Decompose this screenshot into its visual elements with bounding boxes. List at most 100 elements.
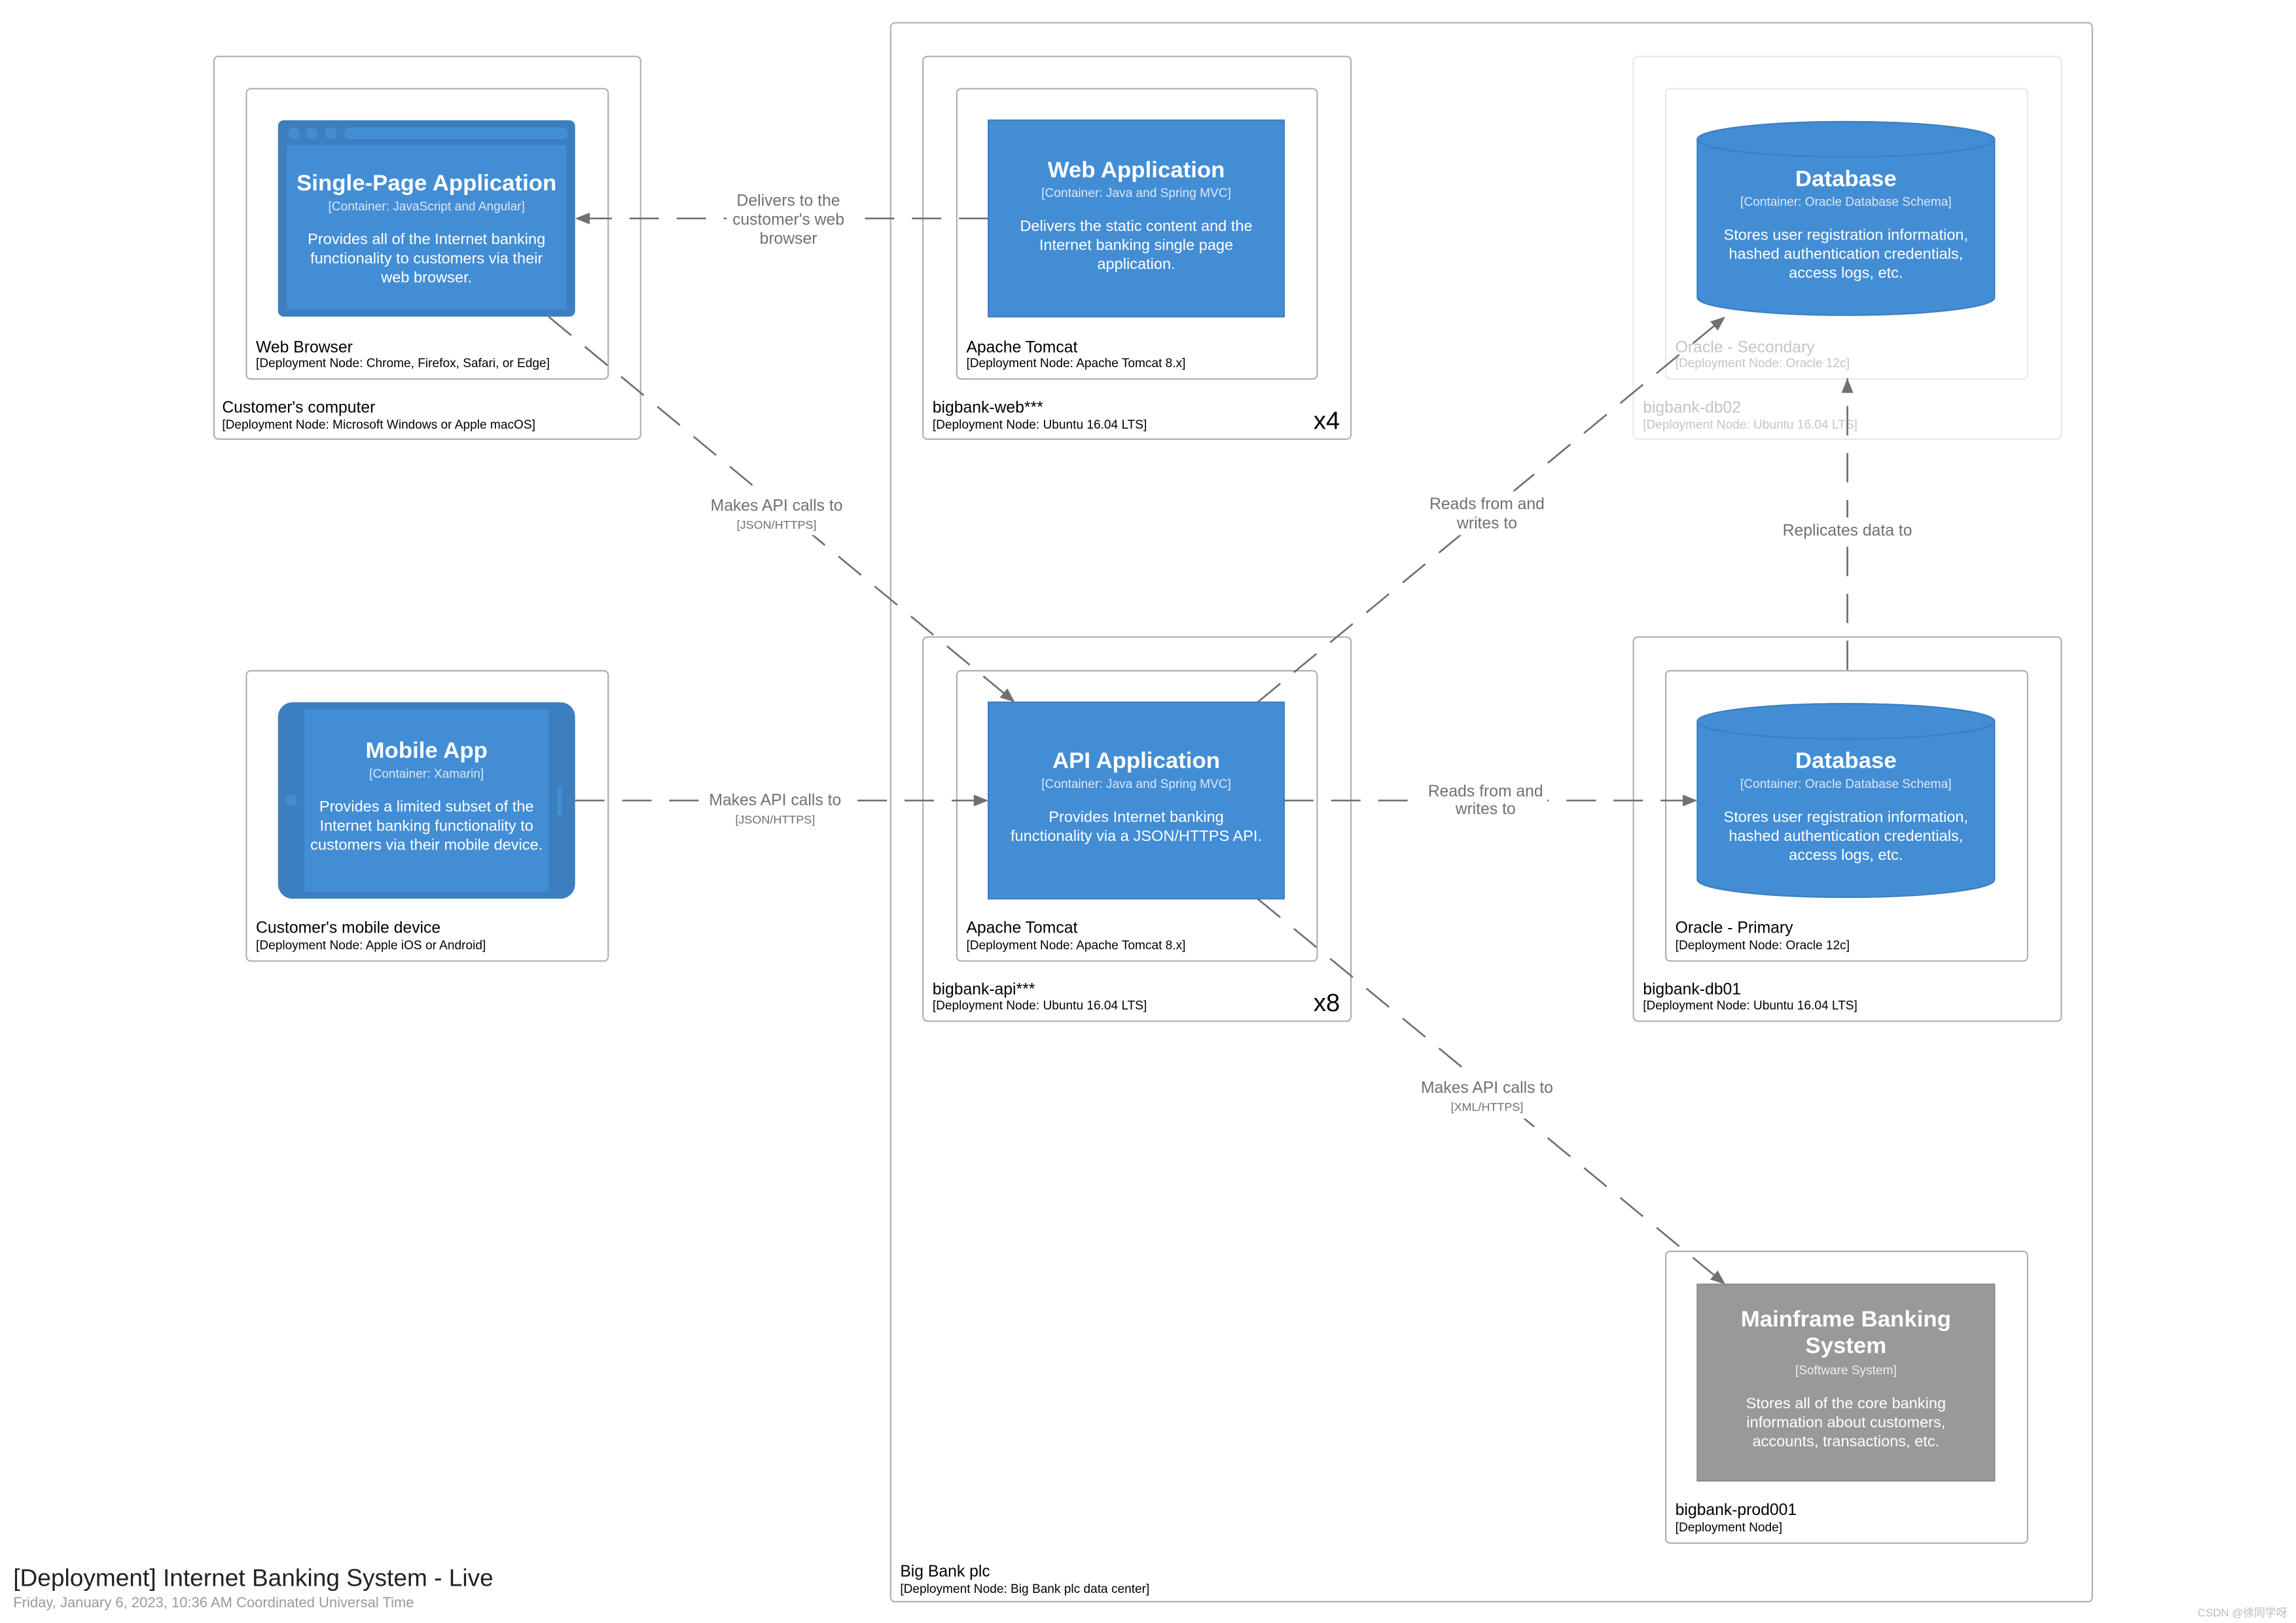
relationship-technology: [JSON/HTTPS] xyxy=(735,813,815,826)
phone-home-button xyxy=(285,794,297,807)
container-description: access logs, etc. xyxy=(1789,264,1903,281)
container-description: application. xyxy=(1097,255,1175,272)
software-system-box xyxy=(1696,1283,1996,1482)
node-customers-computer: Customer's computer [Deployment Node: Mi… xyxy=(213,56,641,440)
relationship-mobile-to-api: Makes API calls to [JSON/HTTPS] xyxy=(575,787,989,830)
node-border xyxy=(1632,56,2062,440)
relationship-label: Delivers to the xyxy=(737,192,840,209)
relationship-label-background xyxy=(707,492,846,535)
node-border xyxy=(1665,1251,2028,1544)
container-description: customers via their mobile device. xyxy=(310,836,543,853)
node-name: Oracle - Secondary xyxy=(1676,338,1816,356)
container-type: [Container: Xamarin] xyxy=(369,767,484,781)
node-technology: [Deployment Node: Apache Tomcat 8.x] xyxy=(966,357,1185,370)
software-system-title: System xyxy=(1805,1334,1886,1359)
container-database-primary: Database [Container: Oracle Database Sch… xyxy=(1696,703,1996,899)
node-technology: [Deployment Node: Microsoft Windows or A… xyxy=(222,418,535,432)
container-type: [Container: Java and Spring MVC] xyxy=(1041,187,1231,200)
relationship-label: Makes API calls to xyxy=(711,497,843,514)
relationship-label: Reads from and xyxy=(1428,783,1543,800)
node-name: bigbank-db01 xyxy=(1643,981,1741,999)
relationship-label: writes to xyxy=(1456,514,1517,532)
container-description: Stores user registration information, xyxy=(1724,808,1969,825)
node-name: bigbank-api*** xyxy=(933,981,1035,999)
diagram-title: [Deployment] Internet Banking System - L… xyxy=(13,1564,493,1592)
node-bigbank-db02: bigbank-db02 [Deployment Node: Ubuntu 16… xyxy=(1632,56,2062,440)
database-cylinder-top xyxy=(1696,120,1996,158)
container-description: Provides Internet banking xyxy=(1049,808,1223,825)
container-title: Web Application xyxy=(1048,158,1225,183)
node-border xyxy=(245,669,609,962)
node-border xyxy=(889,22,2093,1603)
relationship-web-app-to-spa: Delivers to the customer's web browser xyxy=(575,188,989,251)
container-single-page-application: Single-Page Application [Container: Java… xyxy=(278,120,575,317)
relationship-label: Makes API calls to xyxy=(709,792,841,810)
relationship-technology: [JSON/HTTPS] xyxy=(737,518,817,531)
container-description: hashed authentication credentials, xyxy=(1729,827,1963,844)
software-system-description: information about customers, xyxy=(1746,1414,1945,1431)
browser-window-dot xyxy=(288,127,300,139)
node-border xyxy=(213,56,641,440)
node-technology: [Deployment Node: Chrome, Firefox, Safar… xyxy=(256,357,550,370)
browser-address-bar xyxy=(344,127,568,139)
node-bigbank-web-tomcat: Apache Tomcat [Deployment Node: Apache T… xyxy=(956,88,1318,380)
container-type: [Container: Java and Spring MVC] xyxy=(1041,777,1231,791)
node-web-browser: Web Browser [Deployment Node: Chrome, Fi… xyxy=(245,88,609,380)
relationship-label: writes to xyxy=(1455,800,1516,818)
node-bigbank-api-tomcat: Apache Tomcat [Deployment Node: Apache T… xyxy=(956,669,1318,962)
node-name: Apache Tomcat xyxy=(966,919,1077,937)
relationship-db-primary-to-db-secondary: Replicates data to xyxy=(1774,378,1921,670)
container-type: [Container: Oracle Database Schema] xyxy=(1740,196,1952,209)
instance-count: x8 xyxy=(1314,989,1340,1017)
software-system-description: accounts, transactions, etc. xyxy=(1752,1433,1939,1450)
node-technology: [Deployment Node: Oracle 12c] xyxy=(1676,939,1850,953)
node-border xyxy=(1665,669,2028,962)
node-name: bigbank-prod001 xyxy=(1676,1501,1797,1519)
node-oracle-secondary: Oracle - Secondary [Deployment Node: Ora… xyxy=(1665,88,2028,380)
browser-window-dot xyxy=(325,127,337,139)
container-title: Single-Page Application xyxy=(296,171,556,196)
node-border xyxy=(956,669,1318,962)
relationship-api-to-db-primary: Reads from and writes to xyxy=(1283,778,1698,821)
node-technology: [Deployment Node: Ubuntu 16.04 LTS] xyxy=(933,999,1147,1012)
node-border xyxy=(922,636,1352,1022)
phone-screen xyxy=(304,709,549,892)
node-bigbank-db01: bigbank-db01 [Deployment Node: Ubuntu 16… xyxy=(1632,636,2062,1022)
node-bigbank-api: bigbank-api*** [Deployment Node: Ubuntu … xyxy=(922,636,1352,1022)
container-description: Stores user registration information, xyxy=(1724,226,1969,243)
container-database-secondary: Database [Container: Oracle Database Sch… xyxy=(1696,120,1996,316)
relationship-label: customer's web xyxy=(732,211,844,229)
relationship-spa-to-api: Makes API calls to [JSON/HTTPS] xyxy=(548,315,1016,704)
container-description: hashed authentication credentials, xyxy=(1729,245,1963,262)
node-technology: [Deployment Node: Big Bank plc data cent… xyxy=(900,1582,1149,1596)
container-type: [Container: JavaScript and Angular] xyxy=(329,200,525,213)
node-technology: [Deployment Node: Ubuntu 16.04 LTS] xyxy=(1643,999,1857,1012)
node-technology: [Deployment Node: Ubuntu 16.04 LTS] xyxy=(933,418,1147,432)
container-title: Database xyxy=(1795,166,1897,191)
node-border xyxy=(1632,636,2062,1022)
container-description: Provides a limited subset of the xyxy=(319,798,534,815)
software-system-type: [Software System] xyxy=(1795,1364,1897,1378)
relationship-label-background xyxy=(1424,778,1548,821)
watermark: CSDN @徐同学呀 xyxy=(2198,1607,2287,1619)
instance-count: x4 xyxy=(1314,406,1340,435)
software-system-description: Stores all of the core banking xyxy=(1746,1395,1946,1412)
phone-speaker xyxy=(557,785,562,815)
relationship-label: Replicates data to xyxy=(1783,522,1912,540)
node-oracle-primary: Oracle - Primary [Deployment Node: Oracl… xyxy=(1665,669,2028,962)
container-box xyxy=(988,119,1285,318)
container-type: [Container: Oracle Database Schema] xyxy=(1740,777,1952,791)
container-description: Internet banking functionality to xyxy=(319,817,533,834)
container-title: Database xyxy=(1795,749,1897,774)
container-api-application: API Application [Container: Java and Spr… xyxy=(988,701,1285,900)
node-bigbank-prod001: bigbank-prod001 [Deployment Node] xyxy=(1665,1251,2028,1544)
node-name: Web Browser xyxy=(256,338,353,356)
node-name: Customer's mobile device xyxy=(256,919,440,937)
container-description: Delivers the static content and the xyxy=(1020,217,1252,234)
relationship-label-background xyxy=(1425,491,1549,535)
relationship-label: browser xyxy=(760,230,817,248)
software-system-mainframe-banking: Mainframe Banking System [Software Syste… xyxy=(1696,1283,1996,1482)
container-title: API Application xyxy=(1052,749,1220,774)
node-border xyxy=(956,88,1318,380)
